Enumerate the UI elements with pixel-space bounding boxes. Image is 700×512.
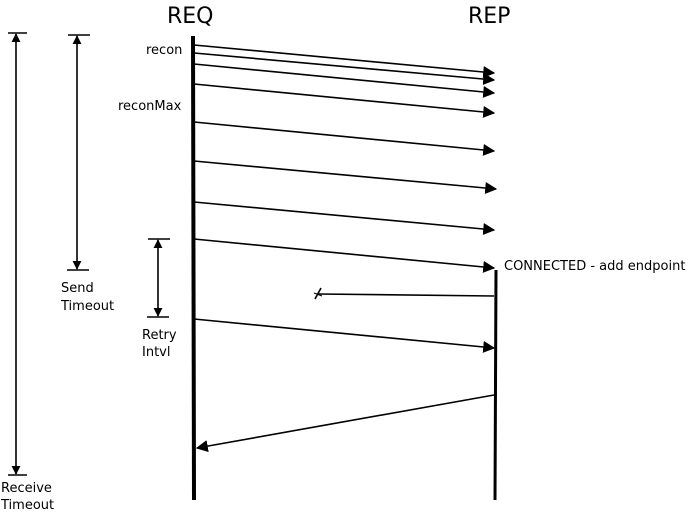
lost-reply-break-mark xyxy=(314,287,322,300)
lost-reply-break-mark xyxy=(313,292,323,297)
reconnect-arrows xyxy=(193,44,498,273)
connected-label: CONNECTED - add endpoint xyxy=(504,259,685,274)
receive-timeout-label-line1: Receive xyxy=(1,481,52,496)
recon-label: recon xyxy=(146,43,182,58)
req-header: REQ xyxy=(167,4,214,29)
send-timeout-bracket xyxy=(67,34,90,271)
receive-timeout-bracket xyxy=(8,32,27,476)
reconnect-arrow xyxy=(193,83,496,118)
reconnect-arrow xyxy=(193,44,496,78)
rep-header: REP xyxy=(468,4,510,29)
reply-arrow xyxy=(195,394,495,453)
rep-lifeline xyxy=(493,269,498,501)
retry-request-arrow xyxy=(193,318,496,353)
reconnect-arrow xyxy=(193,63,496,98)
reconnect-arrow xyxy=(193,160,498,194)
send-timeout-label-line1: Send xyxy=(61,281,94,296)
retry-interval-bracket xyxy=(147,238,170,318)
reconnect-arrow xyxy=(193,201,496,235)
reconnect-arrow xyxy=(193,238,496,273)
send-timeout-label-line2: Timeout xyxy=(60,299,114,314)
retry-intvl-label-line2: Intvl xyxy=(142,345,170,360)
reconnect-arrow xyxy=(193,52,496,86)
recon-max-label: reconMax xyxy=(118,99,182,114)
lost-reply-arrow xyxy=(317,293,495,297)
req-lifeline xyxy=(191,35,196,501)
receive-timeout-label-line2: Timeout xyxy=(0,498,54,512)
retry-intvl-label-line1: Retry xyxy=(142,328,177,343)
reconnect-arrow xyxy=(193,121,496,156)
